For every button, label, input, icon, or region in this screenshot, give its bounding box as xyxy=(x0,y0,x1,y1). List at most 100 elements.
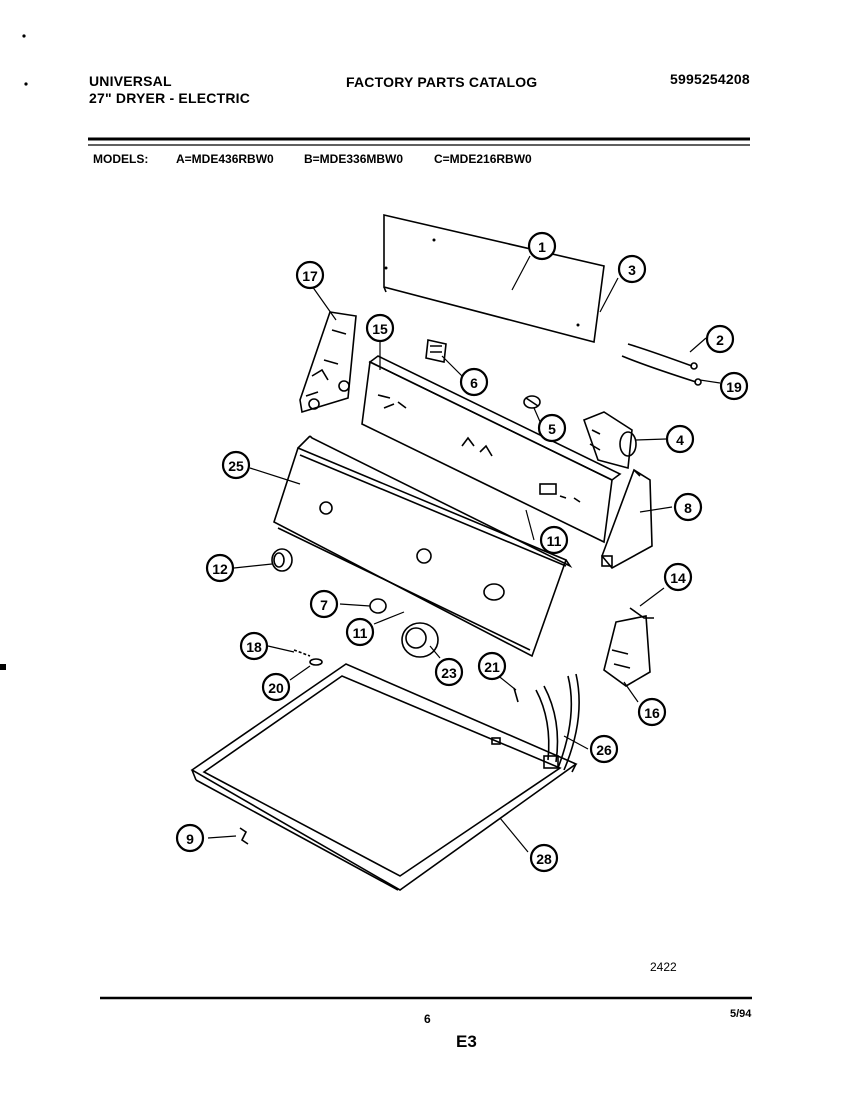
callout-23: 23 xyxy=(434,657,464,687)
callout-label: 28 xyxy=(536,851,552,867)
callout-26: 26 xyxy=(589,734,619,764)
section-code: E3 xyxy=(456,1032,477,1051)
revision-date: 5/94 xyxy=(730,1008,752,1020)
callout-6: 6 xyxy=(459,367,489,397)
model-b: B=MDE336MBW0 xyxy=(304,152,404,166)
console-housing-part xyxy=(273,435,573,658)
brand-name: UNIVERSAL xyxy=(89,73,172,89)
rear-panel-part xyxy=(383,213,605,344)
knob-part xyxy=(271,548,293,572)
scan-speck xyxy=(24,82,28,86)
catalog-number: 5995254208 xyxy=(670,71,750,87)
callout-circle xyxy=(529,843,559,873)
callout-label: 3 xyxy=(628,262,636,278)
callout-circle xyxy=(434,657,464,687)
callout-circle xyxy=(239,631,269,661)
callout-circle xyxy=(477,651,507,681)
left-end-bracket-part xyxy=(299,311,357,414)
callout-circle xyxy=(665,424,695,454)
callout-11: 11 xyxy=(539,525,569,555)
callout-circle xyxy=(295,260,325,290)
catalog-title: FACTORY PARTS CATALOG xyxy=(346,74,538,90)
callout-label: 7 xyxy=(320,597,328,613)
callout-circle xyxy=(345,617,375,647)
callout-circle xyxy=(719,371,749,401)
callout-label: 18 xyxy=(246,639,262,655)
callout-25: 25 xyxy=(221,450,251,480)
callout-label: 17 xyxy=(302,268,318,284)
callout-label: 12 xyxy=(212,561,228,577)
switch-part xyxy=(425,339,447,363)
callout-3: 3 xyxy=(617,254,647,284)
callout-20: 20 xyxy=(261,672,291,702)
callout-circle xyxy=(365,313,395,343)
callout-1: 1 xyxy=(527,231,557,261)
callout-circle xyxy=(673,492,703,522)
callout-label: 25 xyxy=(228,458,244,474)
callout-label: 5 xyxy=(548,421,556,437)
right-end-cap-part xyxy=(601,468,653,570)
wire-harness-part xyxy=(621,343,702,386)
callout-label: 9 xyxy=(186,831,194,847)
callout-28: 28 xyxy=(529,843,559,873)
callout-16: 16 xyxy=(637,697,667,727)
callout-label: 4 xyxy=(676,432,684,448)
callout-label: 8 xyxy=(684,500,692,516)
callout-label: 20 xyxy=(268,680,284,696)
callout-label: 15 xyxy=(372,321,388,337)
callout-18: 18 xyxy=(239,631,269,661)
screw-part xyxy=(293,649,323,666)
button-part xyxy=(369,598,387,614)
fastener-part xyxy=(513,687,519,703)
page-number: 6 xyxy=(424,1012,431,1026)
callout-label: 21 xyxy=(484,659,500,675)
callout-circle xyxy=(617,254,647,284)
callout-circle xyxy=(539,525,569,555)
callout-14: 14 xyxy=(663,562,693,592)
models-label: MODELS: xyxy=(93,152,149,166)
callout-label: 11 xyxy=(547,533,562,549)
callout-circle xyxy=(537,413,567,443)
callout-8: 8 xyxy=(673,492,703,522)
callout-circle xyxy=(459,367,489,397)
large-knob-part xyxy=(401,622,439,658)
callout-circle xyxy=(309,589,339,619)
callout-circle xyxy=(221,450,251,480)
model-c: C=MDE216RBW0 xyxy=(434,152,532,166)
callout-11: 11 xyxy=(345,617,375,647)
callout-circle xyxy=(175,823,205,853)
model-a: A=MDE436RBW0 xyxy=(176,152,274,166)
scan-speck xyxy=(22,34,26,38)
callout-7: 7 xyxy=(309,589,339,619)
hinge-clip-part xyxy=(239,827,249,845)
diagram-number: 2422 xyxy=(650,960,677,974)
callout-2: 2 xyxy=(705,324,735,354)
callout-15: 15 xyxy=(365,313,395,343)
callout-12: 12 xyxy=(205,553,235,583)
top-panel-part xyxy=(190,663,578,891)
callout-19: 19 xyxy=(719,371,749,401)
product-name: 27" DRYER - ELECTRIC xyxy=(89,90,251,106)
callout-label: 23 xyxy=(441,665,457,681)
callout-label: 6 xyxy=(470,375,478,391)
callout-label: 11 xyxy=(353,625,368,641)
callout-circle xyxy=(705,324,735,354)
clip-part xyxy=(523,395,541,409)
callout-circle xyxy=(663,562,693,592)
callout-circle xyxy=(637,697,667,727)
callout-circle xyxy=(589,734,619,764)
callout-label: 26 xyxy=(596,742,612,758)
callout-5: 5 xyxy=(537,413,567,443)
callout-21: 21 xyxy=(477,651,507,681)
callout-label: 19 xyxy=(726,379,742,395)
callout-label: 14 xyxy=(670,570,686,586)
callout-9: 9 xyxy=(175,823,205,853)
callout-label: 1 xyxy=(538,239,546,255)
door-switch-part xyxy=(603,607,654,687)
callout-circle xyxy=(527,231,557,261)
callout-circle xyxy=(205,553,235,583)
callout-17: 17 xyxy=(295,260,325,290)
callout-circle xyxy=(261,672,291,702)
